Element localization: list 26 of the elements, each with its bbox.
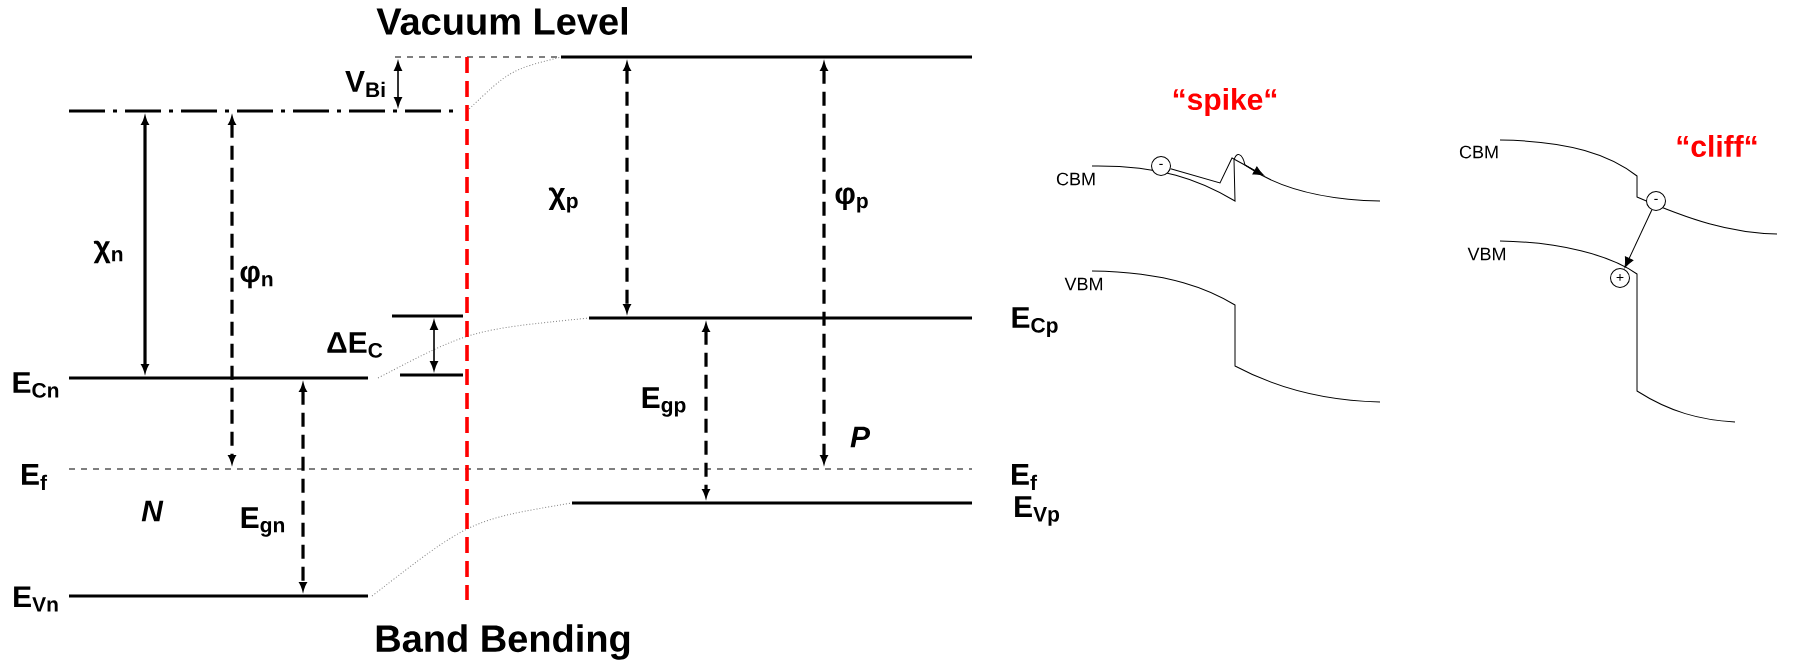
level-label: E$_{Cn}$ <box>13 372 59 398</box>
level-label: E$_{gn}$ <box>241 507 285 537</box>
level-label: V$_{Bi}$ <box>345 71 385 97</box>
level-label: E$_{gp}$ <box>642 387 686 417</box>
level-label: Vacuum Level <box>376 7 627 35</box>
electron-path-arrow <box>1170 157 1264 184</box>
electron-path-arrow <box>1624 209 1653 268</box>
level-label: N <box>141 500 164 522</box>
level-label: E$_{Cp}$ <box>1012 307 1058 337</box>
level-label: “cliff“ <box>1677 135 1757 157</box>
level-label: χ$_{p}$ <box>548 187 578 213</box>
level-label: ΔE$_{C}$ <box>327 332 383 358</box>
level-label: “spike“ <box>1173 88 1277 116</box>
level-label: E$_{f}$ <box>22 464 48 490</box>
level-label: E$_{Vn}$ <box>14 586 58 612</box>
level-label: φ$_{p}$ <box>835 187 868 213</box>
level-label: VBM <box>1064 277 1103 291</box>
level-label: CBM <box>1459 145 1498 159</box>
level-label: φ$_{n}$ <box>240 265 273 289</box>
level-label: χ$_{n}$ <box>93 240 123 264</box>
level-label: VBM <box>1467 247 1506 261</box>
level-label: E$_{Vp}$ <box>1015 496 1060 526</box>
level-label: E$_{f}$ <box>1012 464 1038 490</box>
level-label: Band Bending <box>376 624 630 660</box>
level-label: P <box>850 426 871 448</box>
level-label: CBM <box>1056 172 1095 186</box>
